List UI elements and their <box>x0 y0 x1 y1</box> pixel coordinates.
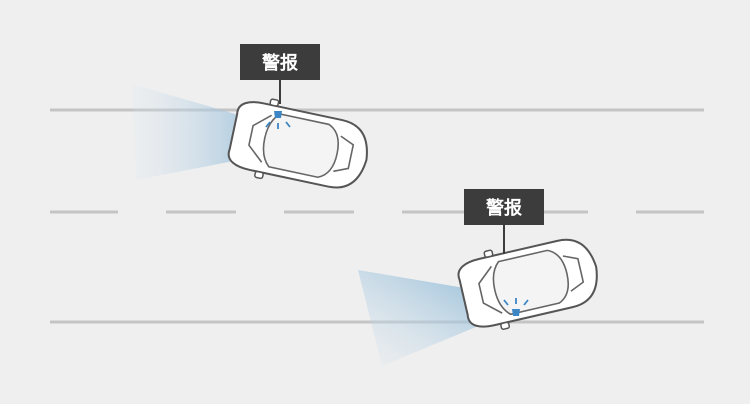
car-windshield <box>248 114 273 163</box>
car-roof-window <box>492 249 570 316</box>
car-windshield <box>478 265 503 314</box>
indicator-light <box>512 309 520 316</box>
callout-label: 警报 <box>262 52 298 74</box>
callout-box <box>240 44 320 80</box>
car-mirror <box>254 170 264 180</box>
car-rear-window <box>562 255 585 292</box>
car-bottom <box>457 238 598 330</box>
indicator-rays <box>503 298 529 306</box>
indicator-rays <box>265 121 291 129</box>
car-mirror <box>500 321 511 330</box>
car-mirror <box>483 249 494 258</box>
blind-spot-indicator-icon <box>265 111 291 129</box>
car-top <box>227 98 368 189</box>
indicator-light <box>274 111 282 118</box>
warning-callout-top: 警报 <box>240 44 320 104</box>
callout-label: 警报 <box>486 197 522 219</box>
warning-callout-bottom: 警报 <box>464 189 544 254</box>
callout-box <box>464 189 544 225</box>
car-roof-window <box>262 113 340 179</box>
car-mirror <box>269 98 280 107</box>
car-rear-window <box>333 135 355 173</box>
blind-spot-indicator-icon <box>503 298 529 316</box>
